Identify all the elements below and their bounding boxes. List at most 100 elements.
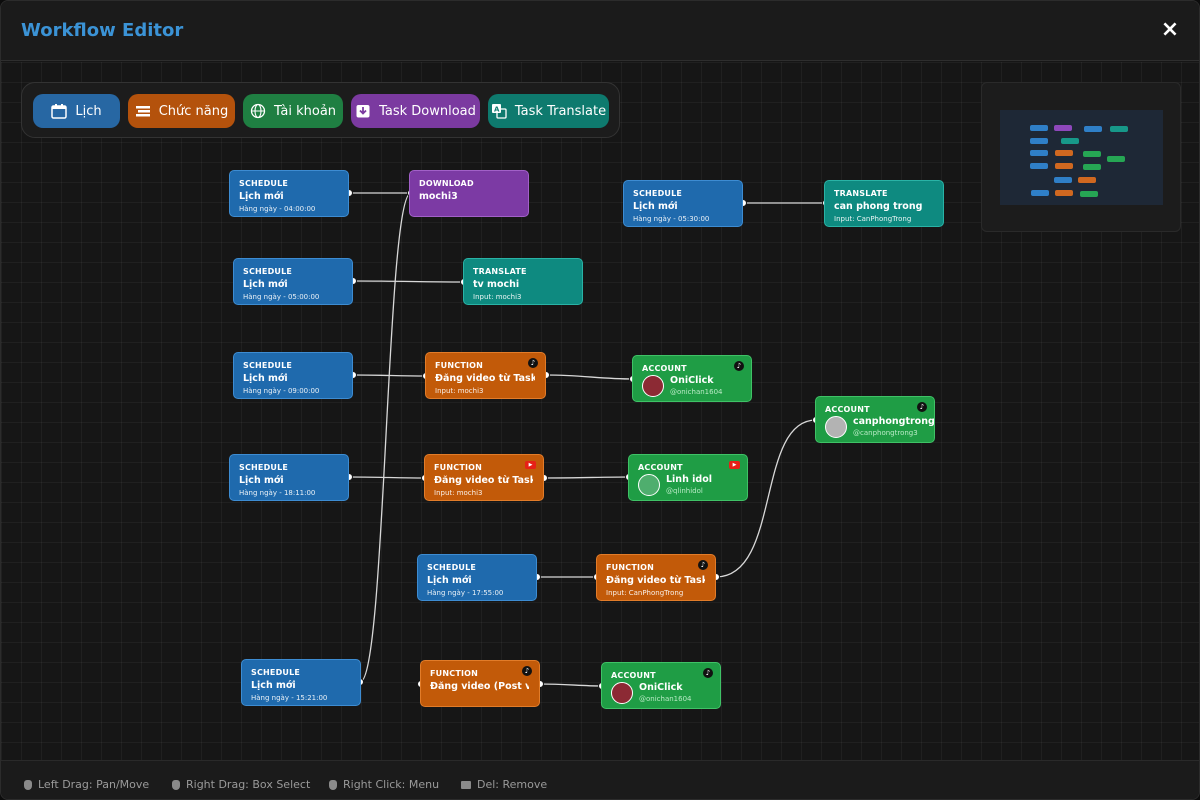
- node-type: FUNCTION: [606, 563, 655, 572]
- toolbar-button-label: Task Translate: [514, 103, 607, 119]
- hint-right-click: Right Click: Menu: [329, 778, 439, 791]
- node-subtitle: Input: mochi3: [473, 293, 522, 301]
- toolbar-button-label: Lịch: [75, 103, 102, 119]
- minimap-viewport: [1000, 110, 1163, 205]
- schedule-node[interactable]: SCHEDULE Lịch mới Hàng ngày - 18:11:00: [229, 454, 349, 501]
- node-type: SCHEDULE: [243, 361, 293, 370]
- hint-right-drag: Right Drag: Box Select: [172, 778, 310, 791]
- node-subtitle: Hàng ngày - 05:00:00: [243, 293, 320, 301]
- avatar: [642, 375, 664, 397]
- hint-delete: Del: Remove: [461, 778, 547, 791]
- account-node[interactable]: ♪ ACCOUNT OniClick @onichan1604: [601, 662, 721, 709]
- function-node[interactable]: ♪ FUNCTION Đăng video từ Task (Pos Input…: [596, 554, 716, 601]
- account-handle: @qlinhidol: [666, 487, 703, 495]
- function-icon: [135, 103, 151, 119]
- hint-left-drag: Left Drag: Pan/Move: [24, 778, 149, 791]
- avatar: [825, 416, 847, 438]
- node-name: Đăng video từ Task (Pos: [435, 373, 535, 384]
- add-schedule-button[interactable]: Lịch: [33, 94, 120, 128]
- node-name: Lịch mới: [243, 279, 288, 290]
- keyboard-icon: [461, 780, 471, 789]
- node-subtitle: Hàng ngày - 15:21:00: [251, 694, 328, 702]
- schedule-node[interactable]: SCHEDULE Lịch mới Hàng ngày - 05:00:00: [233, 258, 353, 305]
- toolbar-button-label: Tài khoản: [273, 103, 337, 119]
- mouse-icon: [329, 779, 337, 790]
- account-node[interactable]: ▶ ACCOUNT Linh idol @qlinhidol: [628, 454, 748, 501]
- toolbar-button-label: Task Download: [379, 103, 476, 119]
- node-type: DOWNLOAD: [419, 179, 474, 188]
- function-node[interactable]: ♪ FUNCTION Đăng video từ Task (Pos Input…: [425, 352, 546, 399]
- node-name: Lịch mới: [633, 201, 678, 212]
- minimap[interactable]: [981, 82, 1181, 232]
- node-name: tv mochi: [473, 279, 520, 290]
- tiktok-icon: ♪: [698, 560, 708, 570]
- account-handle: @onichan1604: [670, 388, 723, 396]
- node-subtitle: Hàng ngày - 17:55:00: [427, 589, 504, 597]
- account-node[interactable]: ♪ ACCOUNT OniClick @onichan1604: [632, 355, 752, 402]
- translate-node[interactable]: TRANSLATE can phong trong Input: CanPhon…: [824, 180, 944, 227]
- youtube-icon: ▶: [729, 461, 740, 469]
- node-type: SCHEDULE: [243, 267, 293, 276]
- node-name: Lịch mới: [239, 475, 284, 486]
- function-node[interactable]: ▶ FUNCTION Đăng video từ Task (Pos Input…: [424, 454, 544, 501]
- toolbar-button-label: Chức năng: [158, 103, 229, 119]
- account-name: OniClick: [639, 682, 683, 693]
- account-name: OniClick: [670, 375, 714, 386]
- title-bar: Workflow Editor ×: [1, 1, 1199, 61]
- calendar-icon: [51, 103, 68, 119]
- svg-text:A: A: [494, 106, 500, 114]
- close-icon[interactable]: ×: [1160, 17, 1180, 42]
- node-subtitle: Input: CanPhongTrong: [606, 589, 684, 597]
- tiktok-icon: ♪: [917, 402, 927, 412]
- account-name: Linh idol: [666, 474, 712, 485]
- schedule-node[interactable]: SCHEDULE Lịch mới Hàng ngày - 04:00:00: [229, 170, 349, 217]
- schedule-node[interactable]: SCHEDULE Lịch mới Hàng ngày - 15:21:00: [241, 659, 361, 706]
- workflow-canvas[interactable]: Lịch Chức năng Tài khoản Task Download: [1, 62, 1199, 760]
- node-subtitle: Input: mochi3: [434, 489, 483, 497]
- node-type: SCHEDULE: [633, 189, 683, 198]
- add-function-button[interactable]: Chức năng: [128, 94, 235, 128]
- node-name: Lịch mới: [239, 191, 284, 202]
- node-type: FUNCTION: [430, 669, 479, 678]
- status-bar: Left Drag: Pan/Move Right Drag: Box Sele…: [1, 760, 1199, 799]
- schedule-node[interactable]: SCHEDULE Lịch mới Hàng ngày - 17:55:00: [417, 554, 537, 601]
- add-task-translate-button[interactable]: A Task Translate: [488, 94, 609, 128]
- translate-node[interactable]: TRANSLATE tv mochi Input: mochi3: [463, 258, 583, 305]
- node-name: mochi3: [419, 191, 458, 202]
- node-type: FUNCTION: [434, 463, 483, 472]
- avatar: [638, 474, 660, 496]
- window-title: Workflow Editor: [21, 20, 184, 41]
- mouse-icon: [172, 779, 180, 790]
- node-name: Lịch mới: [251, 680, 296, 691]
- add-task-download-button[interactable]: Task Download: [351, 94, 480, 128]
- node-type: SCHEDULE: [239, 179, 289, 188]
- translate-icon: A: [491, 103, 507, 119]
- node-subtitle: Hàng ngày - 05:30:00: [633, 215, 710, 223]
- globe-icon: [250, 103, 266, 119]
- add-account-button[interactable]: Tài khoản: [243, 94, 343, 128]
- node-name: Lịch mới: [243, 373, 288, 384]
- node-name: Đăng video từ Task (Pos: [434, 475, 533, 486]
- node-type: ACCOUNT: [638, 463, 683, 472]
- hint-text: Right Click: Menu: [343, 778, 440, 791]
- tiktok-icon: ♪: [528, 358, 538, 368]
- node-type: FUNCTION: [435, 361, 484, 370]
- node-type: ACCOUNT: [825, 405, 870, 414]
- node-type: TRANSLATE: [834, 189, 888, 198]
- account-name: canphongtrong: [853, 416, 935, 427]
- mouse-icon: [24, 779, 32, 790]
- node-type: TRANSLATE: [473, 267, 527, 276]
- account-handle: @onichan1604: [639, 695, 692, 703]
- node-subtitle: Input: mochi3: [435, 387, 484, 395]
- account-node[interactable]: ♪ ACCOUNT canphongtrong @canphongtrong3: [815, 396, 935, 443]
- node-type: SCHEDULE: [427, 563, 477, 572]
- node-toolbar: Lịch Chức năng Tài khoản Task Download: [21, 82, 620, 138]
- node-subtitle: Hàng ngày - 18:11:00: [239, 489, 316, 497]
- download-icon: [355, 103, 371, 119]
- schedule-node[interactable]: SCHEDULE Lịch mới Hàng ngày - 09:00:00: [233, 352, 353, 399]
- download-node[interactable]: DOWNLOAD mochi3: [409, 170, 529, 217]
- hint-text: Del: Remove: [477, 778, 548, 791]
- schedule-node[interactable]: SCHEDULE Lịch mới Hàng ngày - 05:30:00: [623, 180, 743, 227]
- function-node[interactable]: ♪ FUNCTION Đăng video (Post video): [420, 660, 540, 707]
